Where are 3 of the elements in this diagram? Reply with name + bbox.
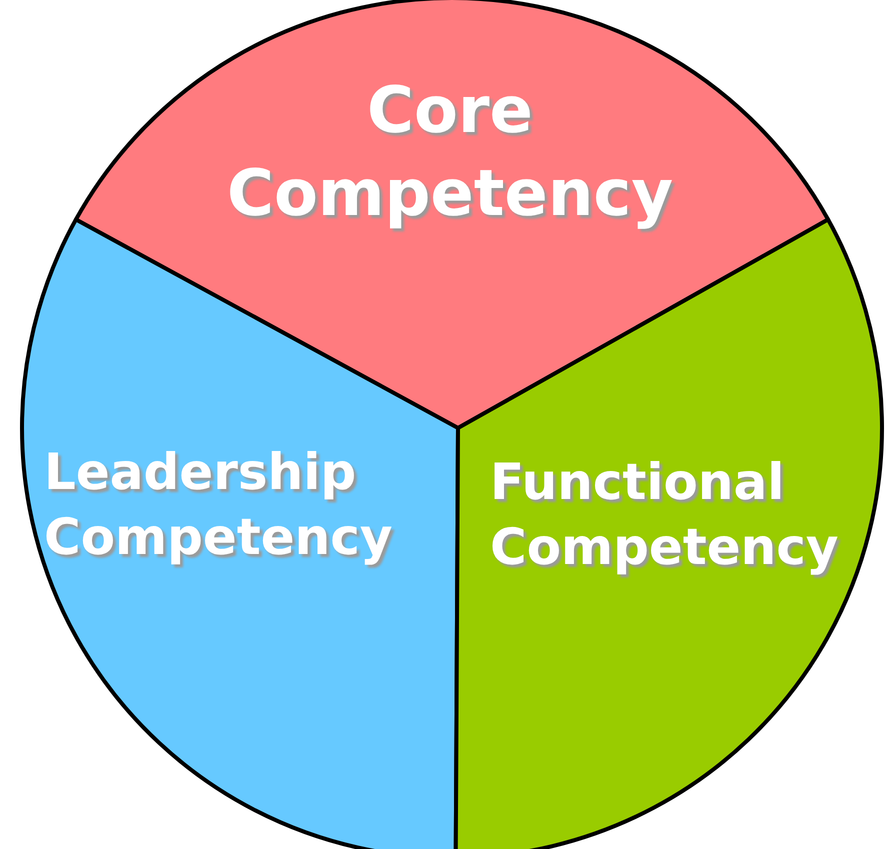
sector-label: Leadership Competency (44, 442, 394, 568)
sector-label: Core Competency (226, 73, 674, 234)
sector-label: Functional Competency (490, 452, 840, 578)
